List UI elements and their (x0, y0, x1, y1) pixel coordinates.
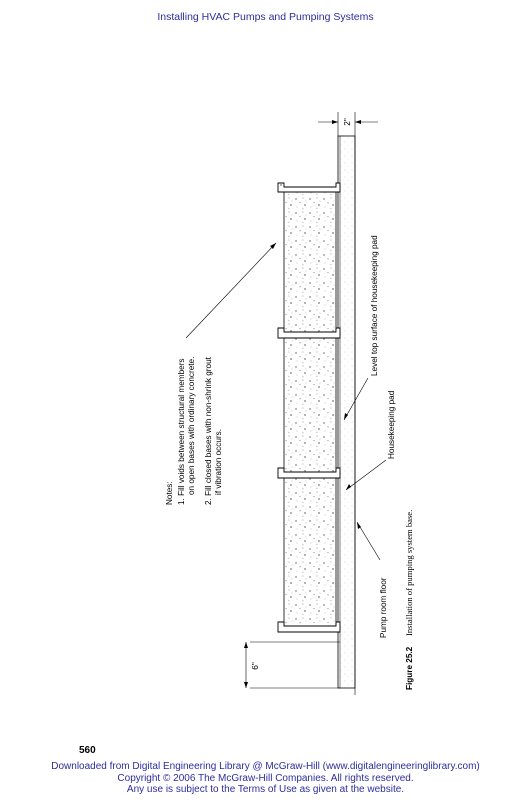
footer-line-2: Copyright © 2006 The McGraw-Hill Compani… (117, 772, 414, 784)
structural-member-mid-lower (277, 467, 341, 479)
floor-leader (356, 521, 381, 561)
concrete-fill (283, 192, 337, 625)
page-number: 560 (79, 745, 96, 756)
note-2-line-2: if vibration occurs. (214, 429, 223, 495)
notes-heading: Notes: (165, 481, 174, 505)
footer: Downloaded from Digital Engineering Libr… (0, 761, 531, 796)
note-1-line-2: on open bases with ordinary concrete. (187, 357, 196, 495)
notes-leader (185, 242, 277, 339)
structural-member-bottom (277, 621, 341, 633)
housekeeping-leader (345, 459, 387, 491)
dim-6in-label: 6" (251, 662, 260, 670)
housekeeping-label: Housekeeping pad (387, 390, 396, 459)
notes-block: Notes: 1. Fill voids between structural … (165, 356, 223, 505)
floor-label: Pump room floor (379, 577, 388, 638)
structural-member-mid-upper (277, 327, 341, 339)
caption-text: Installation of pumping system base. (404, 510, 414, 636)
note-1-line-1: 1. Fill voids between structural members (177, 358, 186, 505)
footer-line-3: Any use is subject to the Terms of Use a… (126, 784, 405, 795)
footer-line-1: Downloaded from Digital Engineering Libr… (51, 761, 480, 772)
figure-caption: Figure 25.2 Installation of pumping syst… (404, 510, 414, 690)
dimension-6in: 6" (244, 642, 260, 688)
dim-2in-label: 2" (343, 118, 352, 126)
note-2-line-1: 2. Fill closed bases with non-shrink gro… (204, 356, 213, 505)
level-top-label: Level top surface of housekeeping pad (370, 235, 379, 376)
housekeeping-pad (337, 135, 356, 689)
figure-number: Figure 25.2 (405, 646, 414, 690)
running-header: Installing HVAC Pumps and Pumping System… (157, 11, 374, 23)
level-top-leader (343, 377, 369, 421)
dimension-2in: 2" (318, 112, 378, 136)
structural-member-top (277, 182, 341, 193)
